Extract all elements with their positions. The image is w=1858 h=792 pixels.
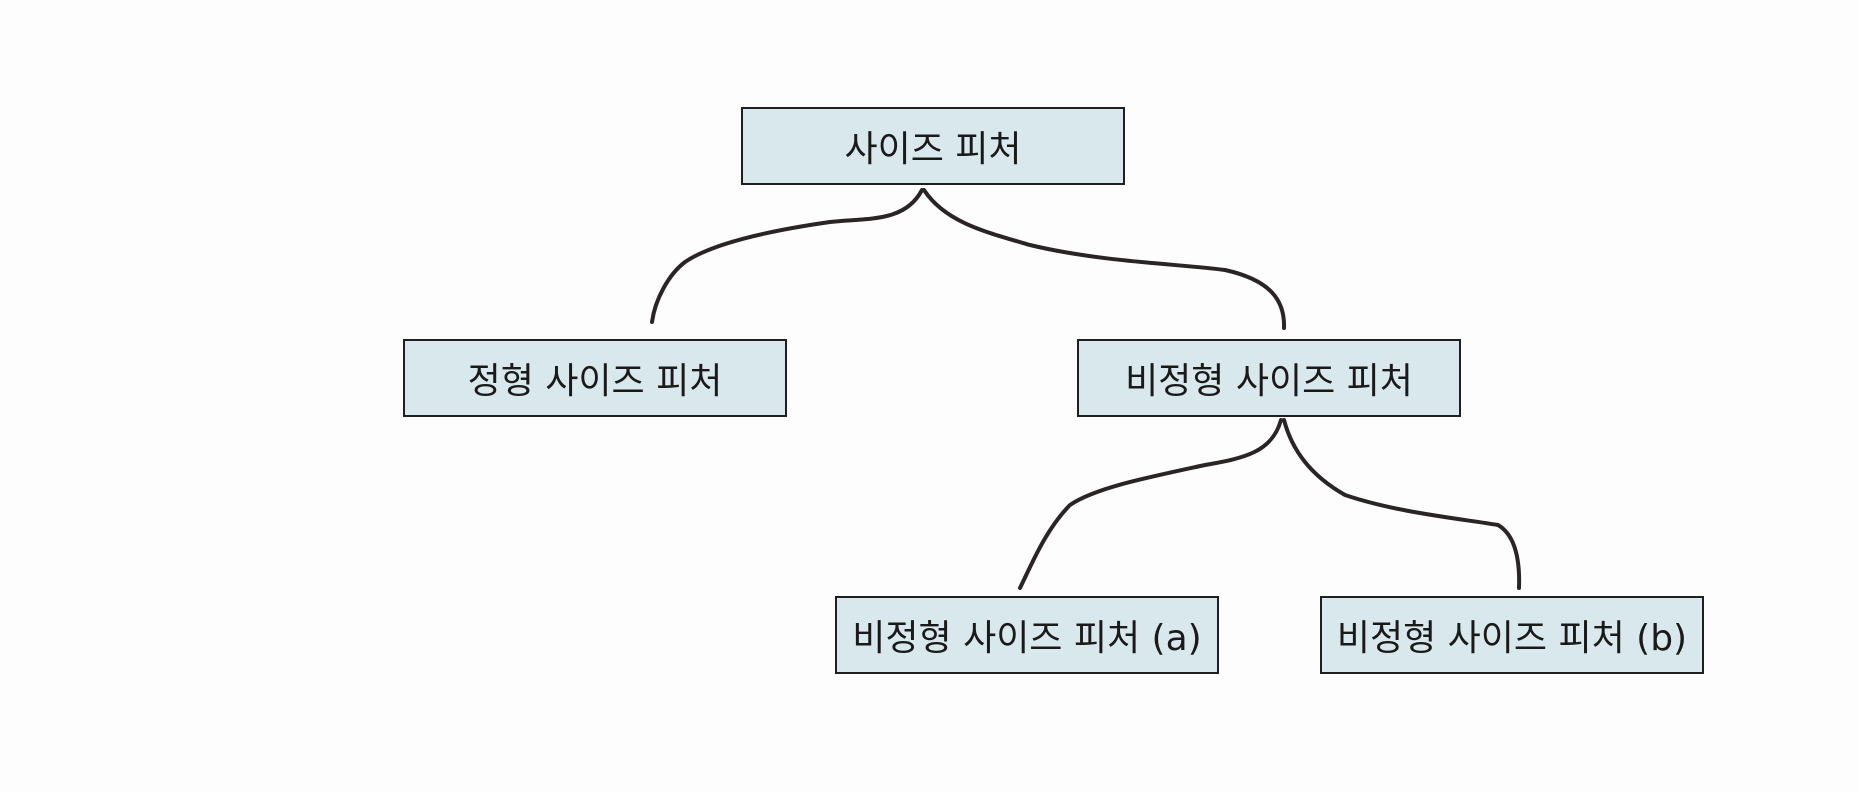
node-label: 비정형 사이즈 피처 (b) [1336, 618, 1688, 659]
connector-root-to-variable [922, 188, 1287, 330]
node-fixed-size-feature: 정형 사이즈 피처 [403, 339, 787, 417]
node-label: 사이즈 피처 [844, 129, 1022, 170]
node-label: 정형 사이즈 피처 [467, 361, 723, 402]
node-variable-size-feature-a: 비정형 사이즈 피처 (a) [835, 596, 1219, 674]
connector-root-to-fixed [650, 188, 924, 324]
connector-variable-to-b [1282, 418, 1522, 590]
connector-variable-to-a [1018, 418, 1283, 590]
node-variable-size-feature: 비정형 사이즈 피처 [1077, 339, 1461, 417]
node-label: 비정형 사이즈 피처 [1125, 361, 1413, 402]
node-size-feature: 사이즈 피처 [741, 107, 1125, 185]
node-variable-size-feature-b: 비정형 사이즈 피처 (b) [1320, 596, 1704, 674]
node-label: 비정형 사이즈 피처 (a) [852, 618, 1202, 659]
